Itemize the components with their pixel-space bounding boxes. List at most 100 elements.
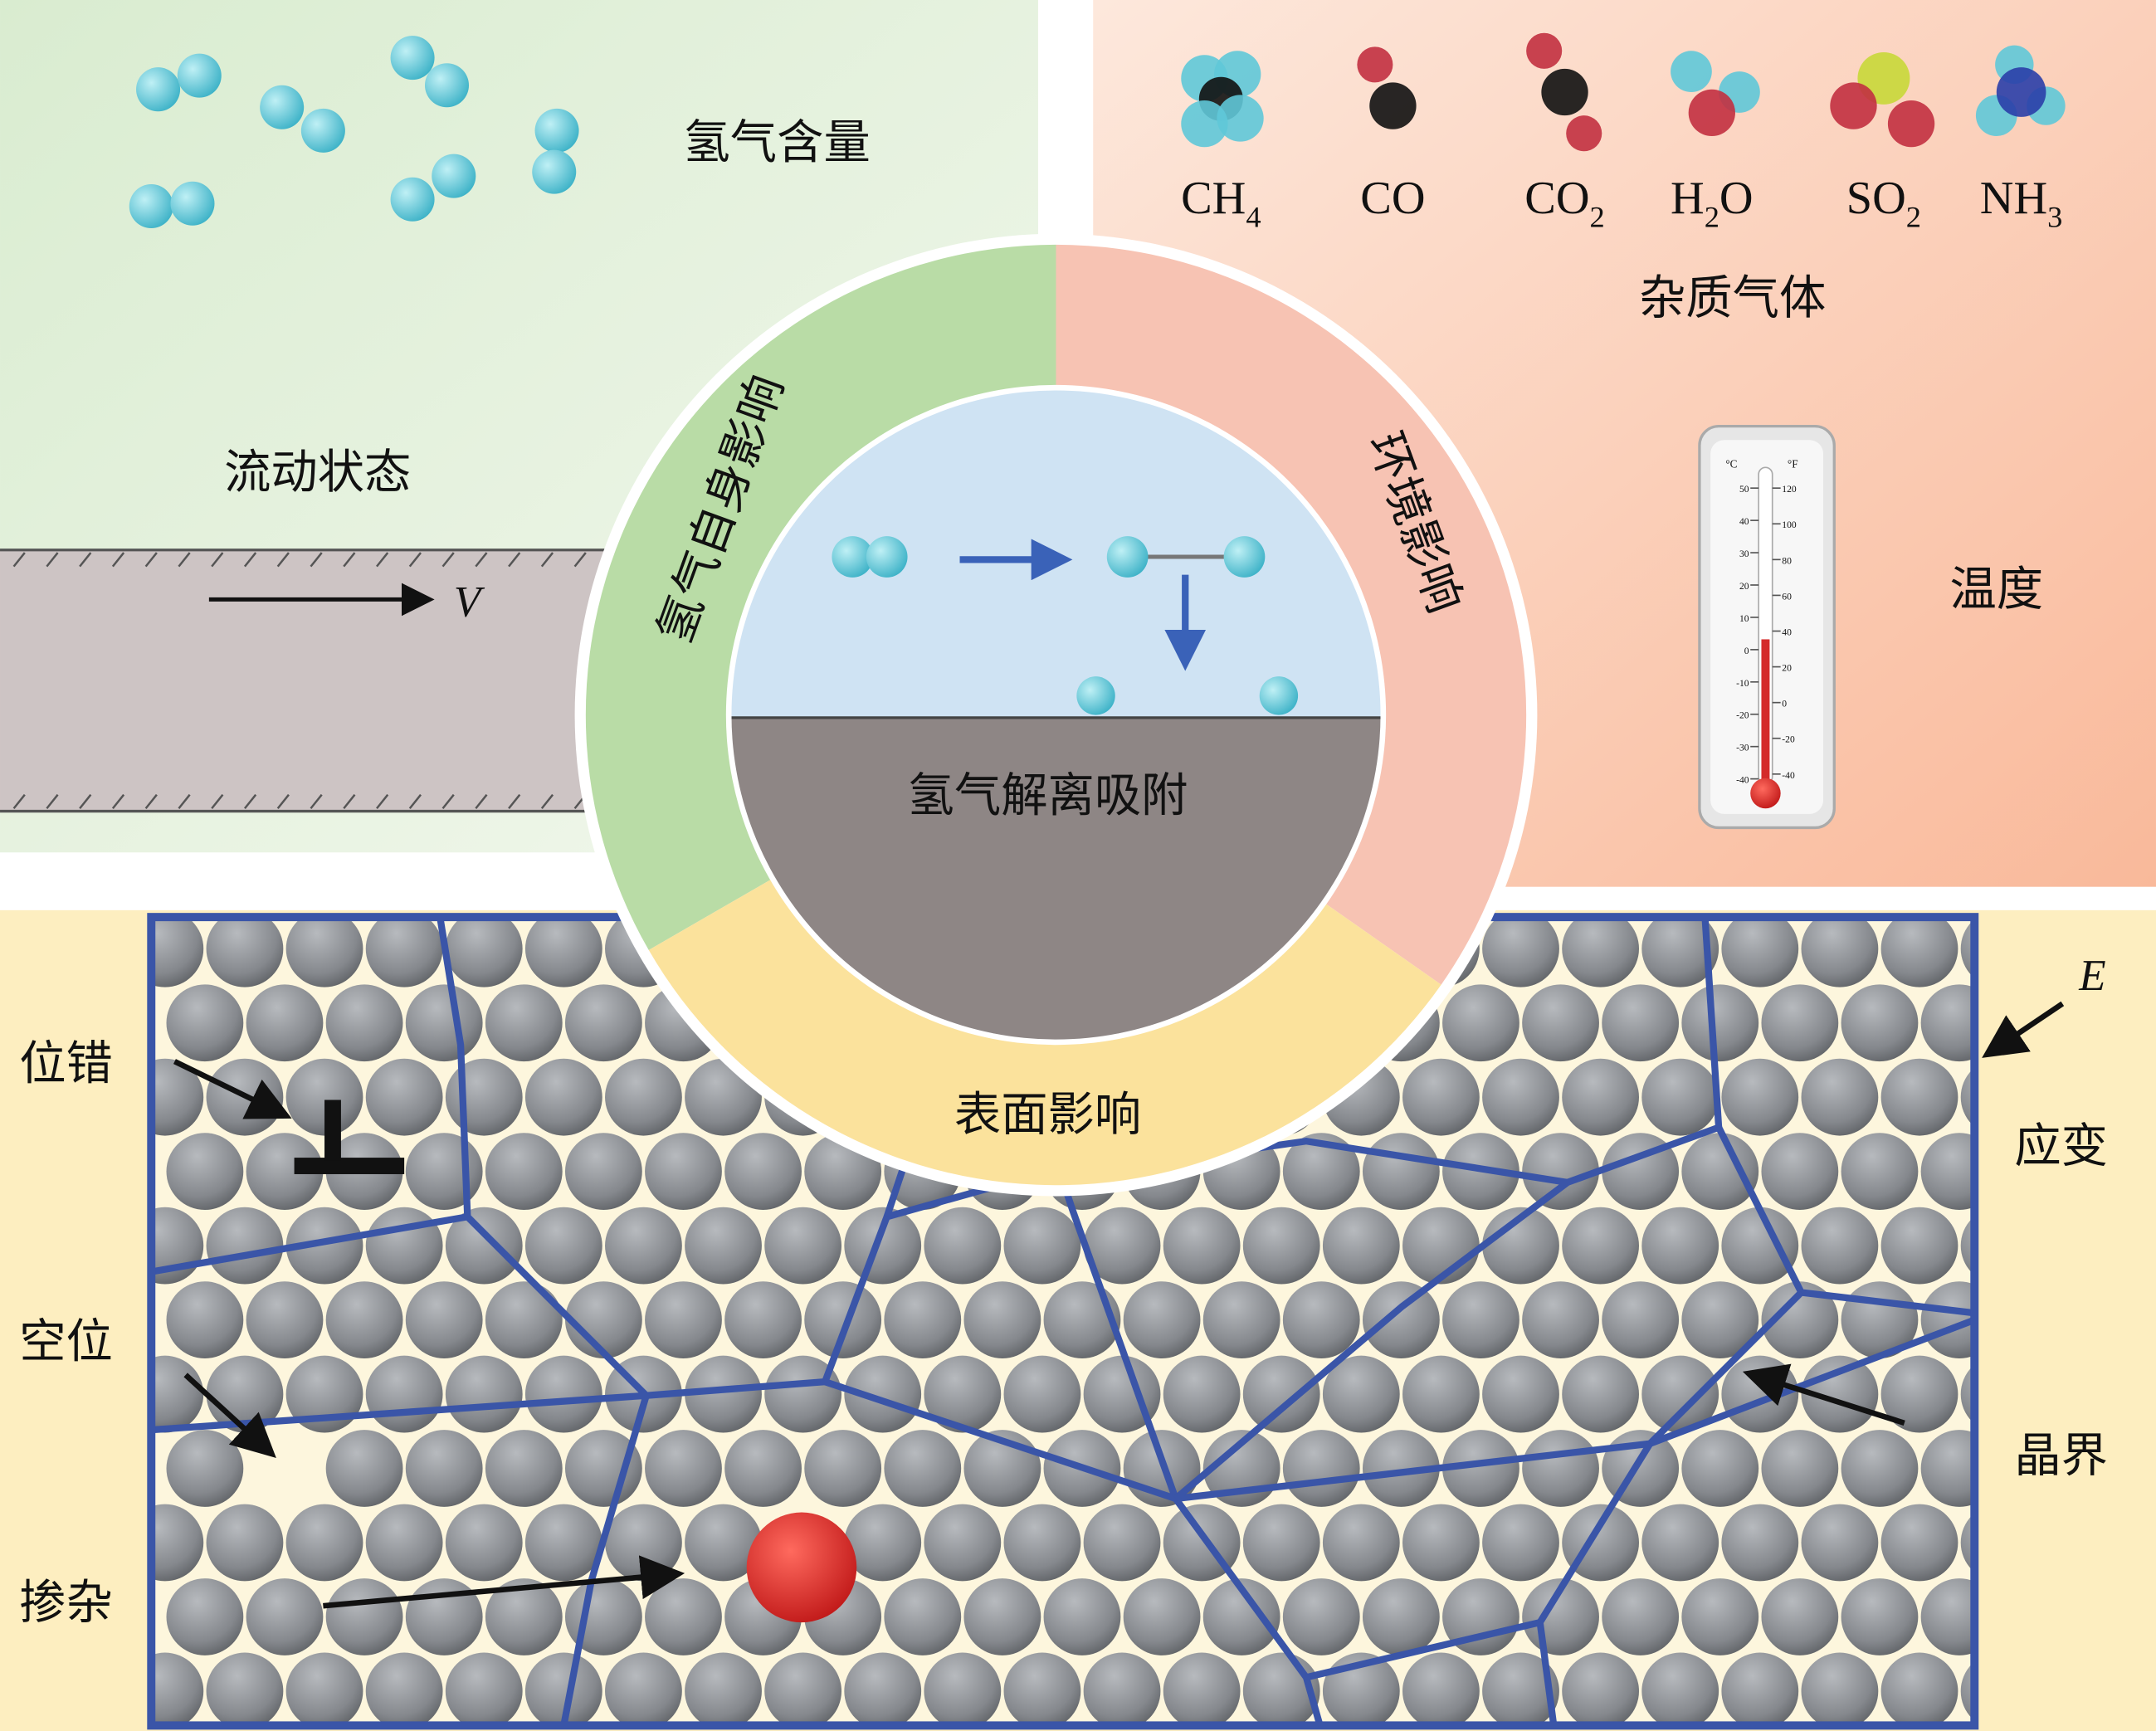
svg-text:0: 0 (1782, 699, 1787, 709)
lattice-atom (524, 1355, 602, 1433)
h2-molecule (390, 154, 476, 222)
lattice-atom (166, 1578, 244, 1655)
label-grain-boundary: 晶界 (2014, 1429, 2108, 1483)
lattice-atom (1522, 984, 1599, 1062)
lattice-atom (445, 917, 523, 987)
lattice-atom (524, 1058, 602, 1136)
lattice-atom (151, 1504, 204, 1582)
lattice-atom (1522, 1133, 1599, 1211)
lattice-atom (524, 1207, 602, 1285)
lattice-atom (405, 1133, 483, 1211)
lattice-atom (325, 1578, 403, 1655)
lattice-atom (605, 1207, 682, 1285)
lattice-atom (206, 917, 284, 987)
molecule-formula: H2O (1671, 173, 1754, 234)
label-flow-state: 流动状态 (224, 446, 411, 500)
lattice-atom (1880, 1504, 1958, 1582)
influence-ring: 氢气解离吸附 氢气自身影响 环境影响 表面影响 (574, 233, 1538, 1197)
svg-text:40: 40 (1739, 516, 1749, 527)
lattice-atom (1202, 1578, 1280, 1655)
lattice-atom (325, 1281, 403, 1358)
lattice-atom (645, 1430, 722, 1507)
lattice-atom (1880, 917, 1958, 987)
lattice-atom (365, 1207, 443, 1285)
svg-text:100: 100 (1782, 519, 1797, 530)
lattice-atom (1801, 1652, 1879, 1726)
label-center: 氢气解离吸附 (908, 769, 1188, 823)
lattice-atom (405, 1281, 483, 1358)
label-doping: 掺杂 (19, 1576, 113, 1630)
lattice-atom (365, 1355, 443, 1433)
strain-arrow (1982, 1001, 2065, 1058)
lattice-atom (1402, 1652, 1480, 1726)
lattice-atom (1482, 1355, 1559, 1433)
h2-molecule (129, 181, 215, 229)
lattice-atom (206, 1652, 284, 1726)
lattice-atom (1562, 1207, 1640, 1285)
lattice-atom (844, 1652, 922, 1726)
svg-text:20: 20 (1782, 663, 1792, 674)
svg-text:40: 40 (1782, 627, 1792, 637)
h2-molecule (390, 36, 470, 108)
lattice-atom (445, 1355, 523, 1433)
lattice-atom (1880, 1355, 1958, 1433)
lattice-atom (1681, 1430, 1759, 1507)
lattice-atom (1282, 1578, 1360, 1655)
lattice-atom (1402, 1504, 1480, 1582)
lattice-atom (1920, 1578, 1975, 1655)
lattice-atom (1362, 1281, 1440, 1358)
lattice-atom (485, 1133, 563, 1211)
lattice-atom (1681, 1133, 1759, 1211)
dissociation-illustration (832, 536, 1299, 715)
lattice-atom (1562, 917, 1639, 987)
lattice-atom (1282, 1430, 1360, 1507)
lattice-atom (1761, 1281, 1839, 1358)
lattice-atom (884, 1281, 962, 1358)
lattice-atom (1043, 1578, 1121, 1655)
lattice-atom (764, 1652, 842, 1726)
svg-text:-40: -40 (1782, 770, 1795, 781)
lattice-atom (365, 1504, 443, 1582)
lattice-atom (884, 1430, 962, 1507)
lattice-atom (1202, 1281, 1280, 1358)
lattice-atom (206, 1504, 284, 1582)
lattice-atom (445, 1652, 523, 1726)
lattice-atom (1641, 1058, 1719, 1136)
lattice-atom (1242, 1207, 1320, 1285)
lattice-atom (1841, 984, 1919, 1062)
lattice-atom (1641, 917, 1719, 987)
lattice-atom (685, 1207, 762, 1285)
lattice-atom (246, 1281, 324, 1358)
lattice-atom (1920, 1281, 1975, 1358)
molecule-formula: SO2 (1846, 173, 1921, 234)
lattice-atom (1362, 1578, 1440, 1655)
label-hydrogen-content: 氢气含量 (683, 116, 870, 170)
molecule-h2o: H2O (1671, 51, 1760, 233)
lattice-atom (151, 917, 204, 987)
lattice-atom (1003, 1207, 1081, 1285)
lattice-atom (485, 984, 563, 1062)
lattice-atom (764, 1355, 842, 1433)
grain-boundary-arrow (1742, 1363, 1905, 1426)
lattice-atom (365, 1652, 443, 1726)
lattice-atom (1362, 1133, 1440, 1211)
label-vacancy: 空位 (19, 1314, 113, 1368)
lattice-atom (1123, 1578, 1201, 1655)
lattice-atom (1522, 1281, 1599, 1358)
svg-text:120: 120 (1782, 484, 1797, 495)
molecule-co2: CO2 (1524, 32, 1605, 233)
svg-text:0: 0 (1744, 646, 1749, 656)
lattice-atom (285, 1652, 363, 1726)
lattice-atom (844, 1355, 922, 1433)
lattice-atom (405, 1430, 483, 1507)
lattice-atom (325, 984, 403, 1062)
lattice-atom (1681, 984, 1759, 1062)
lattice-atom (365, 917, 443, 987)
label-impurity-gas: 杂质气体 (1639, 271, 1826, 325)
lattice-atom (1681, 1578, 1759, 1655)
label-strain-symbol: E (2078, 952, 2105, 1000)
lattice-atom (1602, 1281, 1680, 1358)
lattice-atom (1562, 1058, 1640, 1136)
lattice-atom (924, 1355, 1002, 1433)
